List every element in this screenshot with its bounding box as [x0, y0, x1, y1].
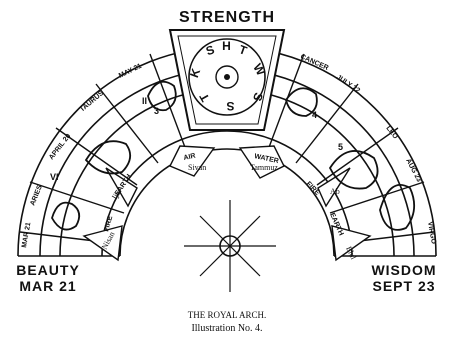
sign-label: CANCER: [299, 53, 329, 72]
element-label: FIRE: [305, 181, 321, 198]
sign-label: AUG 23: [404, 158, 422, 184]
strength-label: STRENGTH: [179, 9, 275, 26]
keystone-letter: H: [222, 39, 232, 53]
beauty-date: MAR 21: [19, 278, 76, 294]
caption-subtitle: Illustration No. 4.: [191, 323, 262, 334]
numeral-label: 5: [338, 142, 343, 152]
wisdom-label: WISDOM: [371, 262, 436, 278]
month-label: Elul: [344, 245, 358, 262]
sign-label: ARIES: [29, 184, 44, 207]
caption-title: THE ROYAL ARCH.: [188, 310, 266, 320]
numeral-label: 3: [154, 106, 159, 116]
element-arc: [120, 149, 334, 256]
month-label: Sivan: [188, 163, 206, 172]
numeral-label: 4: [312, 110, 317, 120]
month-label: Tammuz: [250, 163, 278, 172]
sign-label: TAURUS: [79, 90, 106, 114]
sun-burst-icon: [184, 200, 276, 292]
wisdom-date: SEPT 23: [372, 278, 435, 294]
sign-label: MAY 21: [118, 63, 143, 80]
sign-label: LEO: [384, 125, 399, 141]
numeral-label: II: [142, 96, 147, 106]
virgin-figure-icon: [380, 185, 414, 230]
numeral-label: VI: [50, 172, 59, 182]
month-label: Ab: [330, 187, 340, 196]
beauty-label: BEAUTY: [16, 262, 80, 278]
sign-label: MAR 21: [21, 222, 32, 249]
keystone-letter: S: [225, 99, 234, 113]
